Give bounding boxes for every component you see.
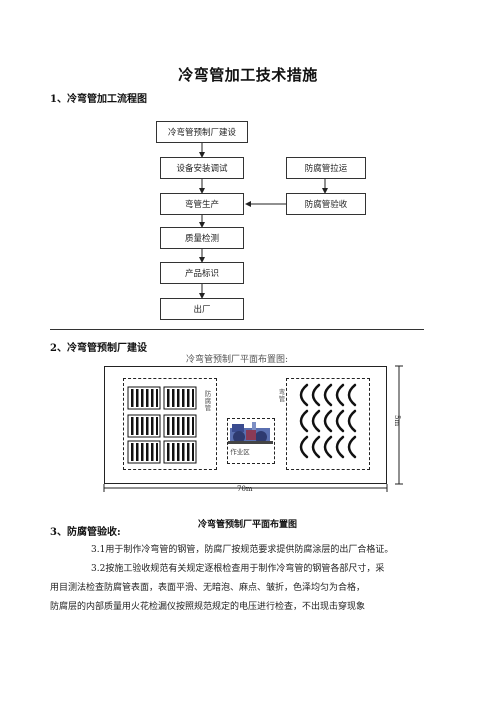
bent-pipe-zone: 弯管	[279, 378, 370, 470]
coated-pipe-zone: 防腐管	[123, 378, 217, 470]
section-heading-acceptance: 3、防腐管验收:	[50, 527, 121, 538]
section-heading-plant: 2、冷弯管预制厂建设	[50, 343, 147, 354]
flow-node-ship-out: 出厂	[160, 298, 244, 320]
work-area-label: 作业区	[230, 448, 250, 456]
flow-node-plant-build: 冷弯管预制厂建设	[156, 121, 248, 143]
height-dimension-label: 5m	[393, 415, 401, 427]
bent-pipe-zone-label: 弯管	[278, 388, 286, 403]
flow-node-pipe-transport: 防腐管拉运	[286, 157, 366, 179]
layout-plan-caption: 冷弯管预制厂平面布置图	[198, 520, 298, 530]
width-dimension-label: 70m	[237, 485, 253, 493]
bent-pipe-stacks	[299, 383, 357, 459]
work-area-zone: 作业区	[227, 418, 275, 464]
paragraph-3-2-line3: 防腐层的内部质量用火花检漏仪按照规范规定的电压进行检查，不出现击穿现象	[50, 602, 366, 612]
flow-node-bend-production: 弯管生产	[160, 193, 244, 215]
paragraph-3-1: 3.1用于制作冷弯管的钢管，防腐厂按规范要求提供防腐涂层的出厂合格证。	[91, 545, 394, 555]
flow-node-equipment-install: 设备安装调试	[160, 157, 244, 179]
document-title: 冷弯管加工技术措施	[178, 66, 318, 84]
paragraph-3-2-line1: 3.2按施工验收规范有关规定逐根检查用于制作冷弯管的钢管各部尺寸，采	[91, 564, 385, 574]
flow-node-product-labeling: 产品标识	[160, 262, 244, 284]
coated-pipe-stacks	[127, 386, 197, 464]
flowchart-arrows	[199, 143, 328, 299]
section-heading-flowchart: 1、冷弯管加工流程图	[50, 94, 147, 105]
dimension-lines	[103, 365, 403, 492]
flow-node-pipe-acceptance: 防腐管验收	[286, 193, 366, 215]
section-divider	[50, 329, 424, 330]
layout-plan-title: 冷弯管预制厂平面布置图:	[186, 355, 289, 365]
paragraph-3-2-line2: 用目测法检查防腐管表面，表面平滑、无暗泡、麻点、皱折，色泽均匀为合格，	[50, 583, 366, 593]
layout-plan-frame	[104, 366, 387, 484]
bending-machine-icon	[228, 422, 273, 444]
flow-node-quality-inspection: 质量检测	[160, 227, 244, 249]
coated-pipe-zone-label: 防腐管	[204, 390, 212, 412]
